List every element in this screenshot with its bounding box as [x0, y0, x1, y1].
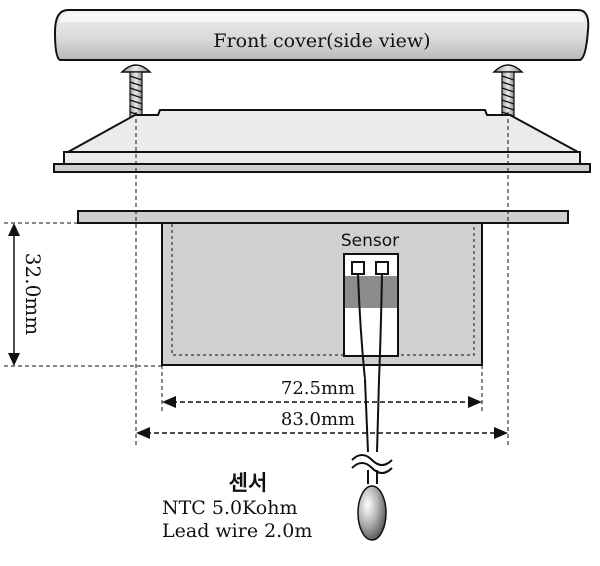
outer-width-dimension: 83.0mm [136, 408, 508, 439]
inner-width-label: 72.5mm [281, 378, 355, 399]
outer-width-label: 83.0mm [281, 409, 355, 430]
cover-label: Front cover(side view) [213, 30, 430, 52]
height-dimension-label: 32.0mm [21, 253, 45, 335]
lead-wire-label: Lead wire 2.0m [162, 520, 312, 542]
housing-base [53, 109, 591, 173]
wire-break-icon [351, 452, 393, 474]
ntc-probe-icon [357, 485, 387, 541]
inner-width-dimension: 72.5mm [162, 377, 482, 408]
sensor-korean-label: 센서 [229, 471, 268, 495]
sensor-enclosure: Sensor [161, 222, 483, 366]
sensor-label: Sensor [341, 231, 399, 251]
guide-lines [4, 112, 509, 445]
sensor-description: 센서 NTC 5.0Kohm Lead wire 2.0m [162, 471, 312, 542]
sensor-type-label: NTC 5.0Kohm [162, 497, 297, 519]
height-dimension: 32.0mm [8, 223, 45, 366]
sensor-element [343, 253, 399, 357]
front-cover: Front cover(side view) [53, 9, 590, 61]
mounting-panel [77, 210, 569, 224]
